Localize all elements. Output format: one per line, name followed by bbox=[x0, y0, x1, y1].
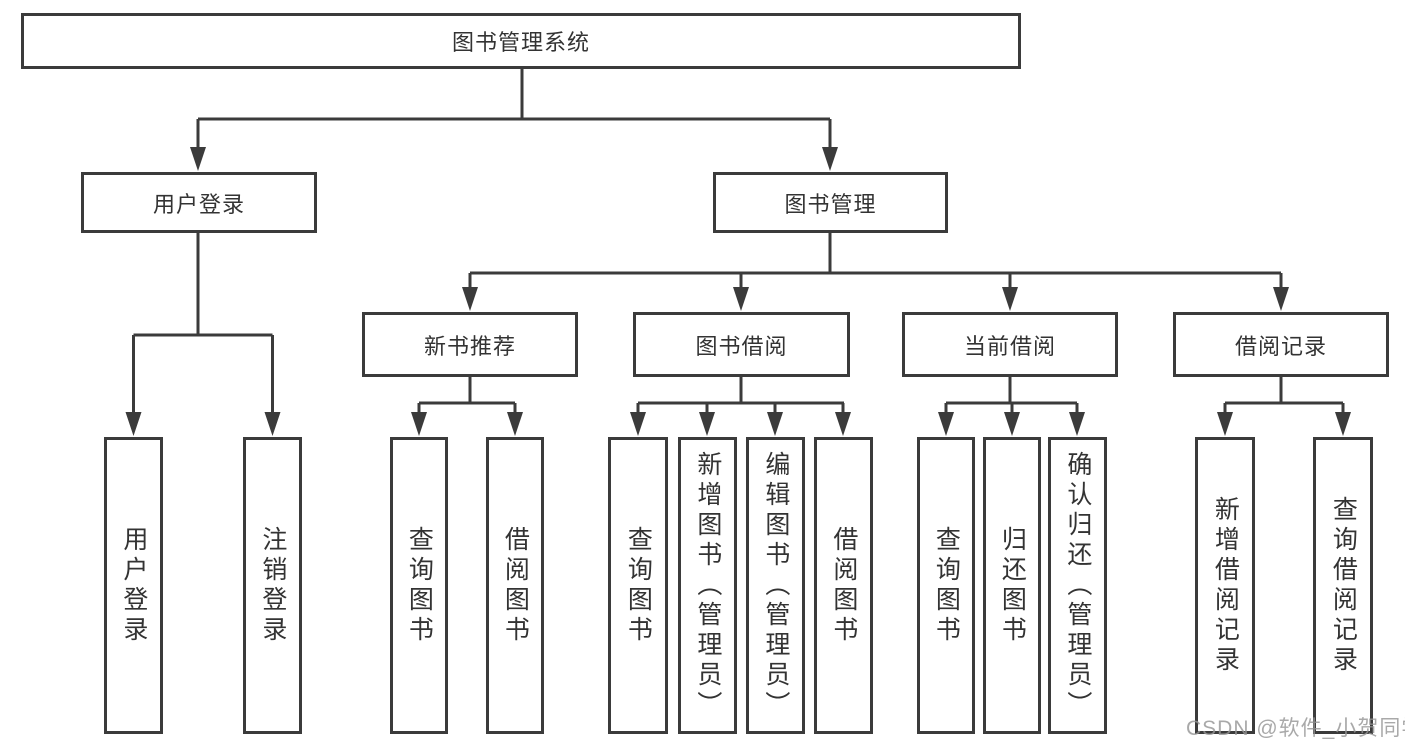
leaf-return-books: 归还图书 bbox=[983, 437, 1041, 734]
node-label: 借阅图书 bbox=[501, 525, 530, 646]
node-label: 图书管理 bbox=[784, 191, 877, 217]
node-label: 归还图书 bbox=[998, 525, 1027, 646]
leaf-edit-book-admin: 编辑图书（管理员） bbox=[746, 437, 805, 734]
node-label: 新书推荐 bbox=[423, 333, 516, 359]
node-current-borrowing: 当前借阅 bbox=[902, 312, 1118, 377]
node-user-login: 用户登录 bbox=[81, 172, 317, 233]
node-label: 注销登录 bbox=[258, 525, 287, 646]
node-library-management-system: 图书管理系统 bbox=[21, 13, 1021, 69]
leaf-add-book-admin: 新增图书（管理员） bbox=[678, 437, 737, 734]
node-label: 查询借阅记录 bbox=[1329, 495, 1358, 676]
arrowhead-icons bbox=[125, 147, 1351, 436]
node-book-management: 图书管理 bbox=[713, 172, 948, 233]
leaf-query-books-1: 查询图书 bbox=[390, 437, 448, 734]
leaf-confirm-return-admin: 确认归还（管理员） bbox=[1048, 437, 1107, 734]
node-label: 图书借阅 bbox=[695, 333, 788, 359]
node-label: 新增图书（管理员） bbox=[693, 450, 722, 721]
tree-edges bbox=[132, 67, 1345, 415]
node-label: 查询图书 bbox=[405, 525, 434, 646]
csdn-watermark: CSDN @软件_小贺同学 bbox=[1186, 717, 1405, 740]
leaf-query-books-3: 查询图书 bbox=[917, 437, 975, 734]
node-label: 确认归还（管理员） bbox=[1063, 450, 1092, 721]
leaf-borrow-books-2: 借阅图书 bbox=[814, 437, 873, 734]
node-label: 当前借阅 bbox=[963, 333, 1056, 359]
node-label: 借阅图书 bbox=[829, 525, 858, 646]
node-label: 查询图书 bbox=[624, 525, 653, 646]
node-borrowing-records: 借阅记录 bbox=[1173, 312, 1389, 377]
node-label: 图书管理系统 bbox=[451, 30, 590, 55]
leaf-query-borrow-record: 查询借阅记录 bbox=[1313, 437, 1373, 734]
node-label: 借阅记录 bbox=[1234, 333, 1327, 359]
node-label: 编辑图书（管理员） bbox=[761, 450, 790, 721]
leaf-borrow-books-1: 借阅图书 bbox=[486, 437, 544, 734]
node-label: 用户登录 bbox=[152, 191, 245, 217]
leaf-user-login: 用户登录 bbox=[104, 437, 163, 734]
leaf-logout: 注销登录 bbox=[243, 437, 302, 734]
leaf-add-borrow-record: 新增借阅记录 bbox=[1195, 437, 1255, 734]
node-book-borrowing: 图书借阅 bbox=[633, 312, 850, 377]
node-new-book-recommendation: 新书推荐 bbox=[362, 312, 578, 377]
node-label: 用户登录 bbox=[119, 525, 148, 646]
leaf-query-books-2: 查询图书 bbox=[608, 437, 668, 734]
node-label: 查询图书 bbox=[932, 525, 961, 646]
node-label: 新增借阅记录 bbox=[1211, 495, 1240, 676]
